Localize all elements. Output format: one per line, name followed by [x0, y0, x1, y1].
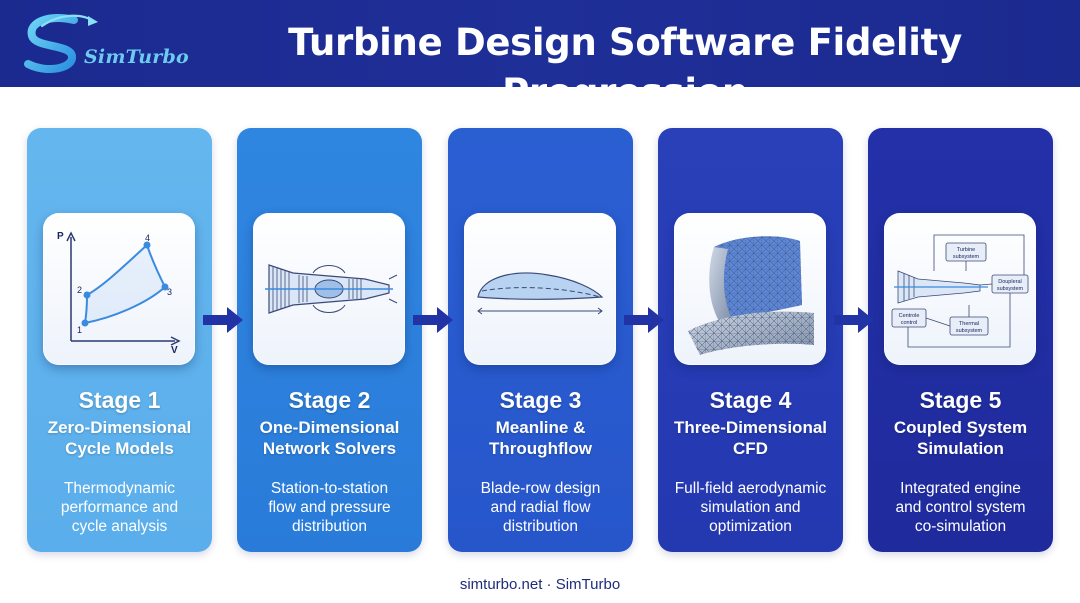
doupleral-subsystem-label-2: subsystem — [997, 286, 1024, 292]
desc-line: performance and — [60, 499, 179, 516]
stage-name: Meanline & Throughflow — [448, 417, 633, 459]
engine-cross-section-icon — [265, 264, 398, 314]
arrow-right-icon — [413, 307, 453, 333]
desc-line: flow and pressure — [268, 499, 391, 516]
stage-name-line1: Zero-Dimensional — [47, 418, 192, 437]
stage-name: Coupled System Simulation — [868, 417, 1053, 459]
desc-line: Integrated engine — [900, 480, 1021, 497]
stage-description: Full-field aerodynamic simulation and op… — [658, 479, 843, 536]
desc-line: distribution — [292, 518, 367, 535]
system-diagram-icon: Turbine subsystem Doupleral subsystem Ce… — [891, 234, 1029, 348]
logo-s-swoosh-icon — [24, 14, 98, 74]
stage-number: Stage 4 — [709, 387, 792, 413]
pv-y-label: P — [57, 231, 64, 242]
desc-line: and control system — [895, 499, 1026, 516]
blade-mesh-icon — [688, 236, 814, 355]
logo-text: SimTurbo — [84, 46, 189, 68]
airfoil-icon — [477, 272, 604, 315]
stage-name: One-Dimensional Network Solvers — [237, 417, 422, 459]
arrow-right-icon — [624, 307, 664, 333]
pv-diagram-icon: P V 1 2 3 4 — [57, 231, 181, 356]
desc-line: Blade-row design — [480, 480, 601, 497]
doupleral-subsystem-label-1: Doupleral — [998, 279, 1022, 285]
pv-point-2: 2 — [77, 285, 82, 295]
stage-number: Stage 2 — [288, 387, 371, 413]
stage-name-line2: CFD — [733, 439, 768, 458]
icon-tile — [464, 213, 616, 365]
stage-name-line1: Coupled System — [893, 418, 1028, 437]
icon-tile — [674, 213, 826, 365]
centrole-control-label-1: Centrole — [899, 313, 920, 319]
stage-name: Three-Dimensional CFD — [658, 417, 843, 459]
pv-point-3: 3 — [167, 287, 172, 297]
desc-line: and radial flow — [490, 499, 591, 516]
stage-card-5: Turbine subsystem Doupleral subsystem Ce… — [868, 128, 1053, 552]
stage-number: Stage 5 — [919, 387, 1002, 413]
stage-card-4: Stage 4 Three-Dimensional CFD Full-field… — [658, 128, 843, 552]
stage-card-2: Stage 2 One-Dimensional Network Solvers … — [237, 128, 422, 552]
icon-tile: P V 1 2 3 4 — [43, 213, 195, 365]
header-bar: SimTurbo Turbine Design Software Fidelit… — [0, 0, 1080, 114]
simturbo-logo: SimTurbo — [22, 8, 189, 80]
stage-name-line1: One-Dimensional — [259, 418, 400, 437]
desc-line: co-simulation — [914, 518, 1007, 535]
stage-description: Thermodynamic performance and cycle anal… — [27, 479, 212, 536]
stage-description: Blade-row design and radial flow distrib… — [448, 479, 633, 536]
icon-tile — [253, 213, 405, 365]
stage-description: Station-to-station flow and pressure dis… — [237, 479, 422, 536]
stage-name-line1: Three-Dimensional — [673, 418, 828, 437]
stage-name-line2: Simulation — [917, 439, 1004, 458]
desc-line: Thermodynamic — [63, 480, 176, 497]
centrole-control-label-2: control — [901, 320, 918, 326]
arrow-right-icon — [203, 307, 243, 333]
pv-point-1: 1 — [77, 325, 82, 335]
desc-line: Station-to-station — [270, 480, 389, 497]
stage-name-line2: Cycle Models — [65, 439, 174, 458]
stage-number: Stage 1 — [78, 387, 161, 413]
stage-number: Stage 3 — [499, 387, 582, 413]
desc-line: simulation and — [700, 499, 801, 516]
stage-name-line2: Throughflow — [489, 439, 592, 458]
stage-name-line2: Network Solvers — [262, 439, 397, 458]
footer-credit: simturbo.net · SimTurbo — [459, 576, 621, 593]
stage-description: Integrated engine and control system co-… — [868, 479, 1053, 536]
stage-name: Zero-Dimensional Cycle Models — [27, 417, 212, 459]
page-title: Turbine Design Software Fidelity Progres… — [288, 21, 962, 114]
turbine-subsystem-label-1: Turbine — [957, 247, 975, 253]
thermal-subsystem-label-2: subsystem — [956, 328, 983, 334]
icon-tile: Turbine subsystem Doupleral subsystem Ce… — [884, 213, 1036, 365]
arrow-right-icon — [834, 307, 874, 333]
desc-line: distribution — [503, 518, 578, 535]
thermal-subsystem-label-1: Thermal — [959, 321, 979, 327]
desc-line: Full-field aerodynamic — [674, 480, 827, 497]
desc-line: cycle analysis — [71, 518, 168, 535]
stage-card-1: P V 1 2 3 4 Stage 1 Zero-Dimensional Cyc… — [27, 128, 212, 552]
stage-name-line1: Meanline & — [495, 418, 586, 437]
desc-line: optimization — [709, 518, 792, 535]
turbine-subsystem-label-2: subsystem — [953, 254, 980, 260]
stage-card-3: Stage 3 Meanline & Throughflow Blade-row… — [448, 128, 633, 552]
pv-x-label: V — [171, 345, 178, 356]
pv-point-4: 4 — [145, 233, 150, 243]
